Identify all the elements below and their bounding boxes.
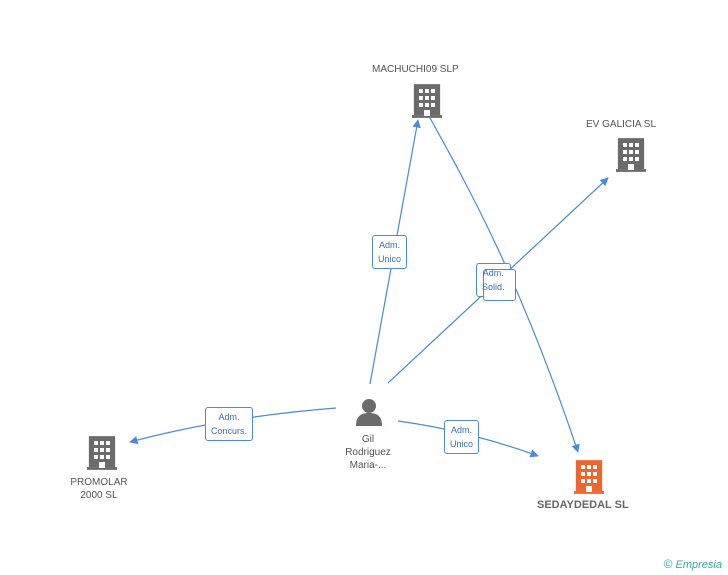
node-label-machuchi[interactable]: MACHUCHI09 SLP [372, 64, 459, 75]
edge-label-adm-unico-2[interactable]: Adm. Unico [444, 420, 480, 454]
edge-machuchi-sedaydedal [429, 117, 580, 453]
edge-label-line: Unico [450, 439, 474, 449]
building-icon[interactable] [87, 436, 117, 470]
edge-label-line: Adm. [379, 240, 401, 250]
node-label-sedaydedal[interactable]: SEDAYDEDAL SL [537, 499, 629, 511]
node-label-evgalicia[interactable]: EV GALICIA SL [586, 119, 657, 130]
brand-logo[interactable]: Empresia [675, 559, 722, 571]
main-building-icon[interactable] [574, 460, 604, 494]
person-icon[interactable] [356, 399, 382, 426]
node-label-line: Rodriguez [345, 447, 391, 458]
edge-label-line: Adm. [482, 268, 504, 278]
node-label-person[interactable]: Gil Rodriguez Maria-... [330, 433, 406, 472]
edge-label-line: Unico [378, 254, 402, 264]
node-label-line: Maria-... [349, 460, 387, 471]
edge-label-adm-concurs[interactable]: Adm. Concurs. [205, 407, 254, 441]
footer-credit: © Empresia [664, 557, 722, 571]
building-icon[interactable] [412, 84, 442, 118]
edge-label-adm-unico[interactable]: Adm. Unico [372, 235, 408, 269]
edge-label-line: Adm. [451, 425, 473, 435]
edge-label-line: Concurs. [211, 426, 248, 436]
node-label-line: Gil [361, 434, 375, 445]
node-label-promolar[interactable]: PROMOLAR 2000 SL [64, 476, 134, 502]
edge-label-line: Adm. [218, 412, 240, 422]
copyright-symbol: © [663, 557, 673, 571]
node-label-line: 2000 SL [80, 490, 118, 501]
edge-label-line: Solid. [482, 282, 505, 292]
node-label-line: PROMOLAR [70, 477, 128, 488]
edge-label-adm-solid[interactable]: Adm. Solid. [476, 263, 515, 301]
building-icon[interactable] [616, 138, 646, 172]
